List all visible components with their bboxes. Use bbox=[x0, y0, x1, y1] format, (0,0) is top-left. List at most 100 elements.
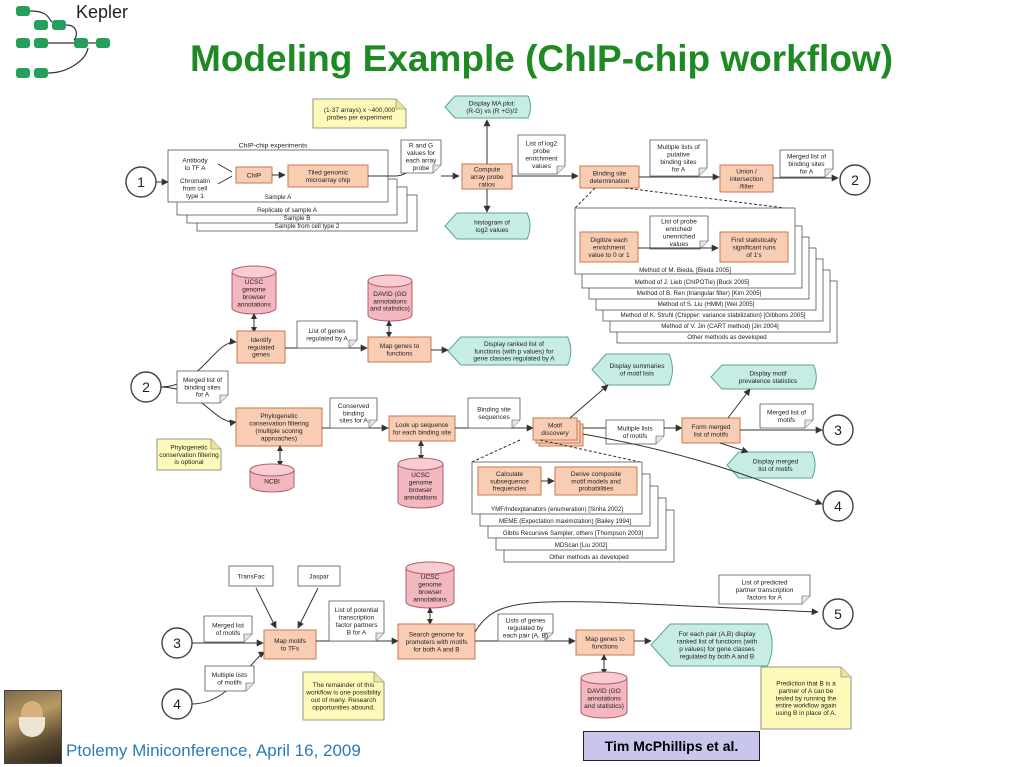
ma-plot-display bbox=[444, 95, 531, 119]
logo-block bbox=[16, 68, 30, 78]
merged-motifs-in-token-label: of motifs bbox=[216, 630, 241, 637]
ucsc-db-mid-label: genome bbox=[409, 480, 433, 487]
map-genes-actor-3-label: functions bbox=[592, 644, 619, 651]
ucsc-db-top-label: genome bbox=[242, 287, 266, 294]
multi-motifs-in-token-label: of motifs bbox=[217, 680, 242, 687]
prevalence-display-label: Display motif bbox=[749, 371, 786, 378]
compute-ratios-actor-label: array probe bbox=[470, 174, 504, 181]
predicted-token-fold bbox=[801, 595, 810, 604]
search-genome-actor bbox=[397, 623, 476, 660]
david-db-top-label: annotations bbox=[373, 298, 407, 305]
ucsc-db-top-label: annotations bbox=[237, 302, 271, 309]
compute-ratios-actor-label: Compute bbox=[474, 166, 501, 173]
prevalence-display-label: prevalence statistics bbox=[739, 378, 798, 385]
summaries-display bbox=[591, 353, 673, 386]
logo-block bbox=[74, 38, 88, 48]
flow-curve bbox=[160, 386, 237, 427]
ranked-display-label: gene classes regulated by A bbox=[473, 356, 555, 363]
putative-lists-token-fold bbox=[698, 167, 707, 176]
ucsc-db-bot-label: genome bbox=[418, 582, 442, 589]
conserved-token-label: binding bbox=[343, 410, 364, 417]
flow-curve bbox=[160, 337, 237, 388]
method-label: Other methods as developed bbox=[687, 334, 767, 341]
find-runs-actor-label: of 1's bbox=[746, 252, 762, 259]
prediction-note-label: tested by running the bbox=[776, 695, 837, 702]
putative-lists-token-label: for A bbox=[672, 167, 686, 174]
form-merged-actor-label: Form merged bbox=[691, 424, 730, 431]
motif-discovery-actor-label: discovery bbox=[541, 430, 569, 437]
predicted-token-label: factors for A bbox=[747, 594, 782, 601]
derive-actor bbox=[554, 466, 638, 496]
genes-regulated-token-fold bbox=[348, 339, 357, 348]
arrays-note-fold bbox=[395, 99, 406, 110]
find-runs-actor-label: significant runs bbox=[732, 244, 776, 251]
union-actor bbox=[719, 164, 774, 193]
ma-plot-display-label: Display MA plot: bbox=[469, 101, 516, 108]
flow-line bbox=[217, 175, 233, 185]
binding-determination-actor-label: Binding site bbox=[593, 171, 627, 178]
chromatin-label: type 1 bbox=[186, 193, 204, 200]
ucsc-db-mid-label: annotations bbox=[404, 495, 438, 502]
disp-merged-display-label: list of motifs bbox=[758, 466, 793, 473]
conserved-token-fold bbox=[368, 419, 377, 428]
merged-in-token-label: Merged list of bbox=[183, 377, 222, 384]
connector-number: 2 bbox=[851, 172, 859, 188]
ma-plot-display-label: (R-G) vs (R +G)/2 bbox=[466, 108, 518, 115]
merged-in-token-label: binding sites bbox=[184, 384, 221, 391]
digitize-actor-label: Digitize each bbox=[590, 237, 628, 244]
flow-curve bbox=[582, 433, 823, 505]
probe-list-token-label: enriched/ bbox=[666, 226, 693, 233]
motif-method-label: MDScan [Liu 2002] bbox=[555, 542, 608, 549]
logo-block bbox=[16, 38, 30, 48]
ucsc-db-bot-top bbox=[405, 561, 455, 575]
merged-motifs-in-token-label: Merged list bbox=[212, 623, 244, 630]
merged-motifs-in-token-fold bbox=[243, 633, 252, 642]
zoom-line bbox=[574, 187, 596, 209]
digitize-actor-label: enrichment bbox=[593, 244, 625, 251]
union-actor-label: /filter bbox=[739, 183, 754, 190]
method-label: Method of J. Lieb (ChIPOTle) [Buck 2005] bbox=[635, 279, 750, 286]
motif-discovery-actor bbox=[532, 417, 578, 441]
derive-actor-label: Derive composite bbox=[571, 471, 622, 478]
prevalence-display bbox=[710, 364, 817, 390]
potential-token-label: B for A bbox=[347, 630, 367, 637]
map-motifs-actor-label: to TFs bbox=[281, 646, 300, 653]
disp-merged-display bbox=[726, 451, 816, 479]
bs-seq-token-label: sequences bbox=[478, 414, 510, 421]
merged-motifs-token-label: motifs bbox=[778, 417, 796, 424]
logo-block bbox=[34, 68, 48, 78]
ranked-display bbox=[447, 336, 572, 366]
probe-list-token-label: values bbox=[670, 241, 690, 248]
union-actor-label: Union / bbox=[736, 168, 757, 175]
transfac-box bbox=[228, 565, 274, 587]
merged-sites-token-fold bbox=[824, 168, 833, 177]
footer-text: Ptolemy Miniconference, April 16, 2009 bbox=[66, 741, 361, 760]
connector-number: 3 bbox=[173, 635, 181, 651]
ucsc-db-mid-label: UCSC bbox=[411, 472, 430, 479]
phylo-filter-actor-label: conservation filtering bbox=[249, 421, 309, 428]
genes-regulated-token-label: regulated by A bbox=[306, 336, 348, 343]
chip-actor-label: ChIP bbox=[247, 172, 261, 179]
genes-ab-token-label: each pair (A, B) bbox=[503, 632, 548, 639]
lookup-actor-label: for each binding site bbox=[393, 430, 452, 437]
flow-arrow bbox=[719, 442, 749, 454]
map-genes-actor-2 bbox=[367, 336, 432, 363]
sample-label: Sample A bbox=[265, 194, 292, 201]
david-db-bot-top bbox=[580, 671, 628, 685]
compute-ratios-actor bbox=[461, 163, 513, 190]
ucsc-db-bot-label: browser bbox=[418, 589, 442, 596]
compute-ratios-actor-label: ratios bbox=[479, 181, 496, 188]
phylo-note-fold bbox=[210, 439, 221, 450]
zoom-line bbox=[624, 187, 786, 209]
ucsc-db-top-label: UCSC bbox=[245, 279, 264, 286]
form-merged-actor-label: list of motifs bbox=[694, 432, 729, 439]
bs-seq-token-label: Binding site bbox=[477, 407, 511, 414]
david-db-top-top bbox=[367, 274, 413, 288]
log2-list-token-label: List of log2 bbox=[526, 141, 558, 148]
probe-list-token-label: List of probe bbox=[661, 219, 697, 226]
probe-list-token-label: unenriched bbox=[663, 234, 696, 241]
ucsc-db-mid bbox=[397, 464, 444, 509]
identify-genes-actor-label: regulated bbox=[247, 344, 274, 351]
zoom-line bbox=[539, 439, 641, 463]
potential-token-label: List of potential bbox=[335, 607, 379, 614]
